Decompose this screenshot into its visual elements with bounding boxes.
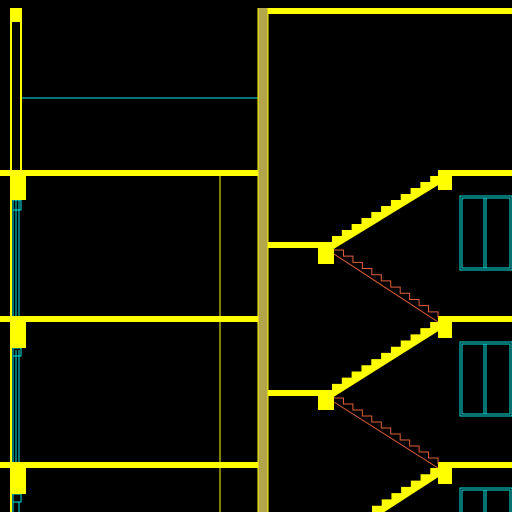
mid-landing-beam-2 (318, 390, 334, 410)
beam-1 (10, 170, 26, 200)
right-window-3 (459, 487, 512, 512)
stair-landings (268, 170, 512, 484)
parapet-cap (10, 8, 22, 22)
window-frame (459, 195, 512, 271)
stair-flight-down-1 (334, 249, 439, 318)
floor-slab-3 (0, 462, 268, 468)
stair-flight-up-1 (332, 176, 440, 250)
central-partition-wall (257, 8, 269, 512)
roof-slab (268, 8, 512, 14)
window-frame (459, 341, 512, 417)
left-wall-inner-line (20, 8, 22, 176)
stair-flight-down-2-underside (333, 401, 439, 469)
beam-2 (10, 316, 26, 348)
stair-flight-down-2 (334, 397, 439, 464)
upper-landing-beam-3 (438, 462, 452, 484)
right-window-1 (459, 195, 512, 271)
floor-slab-1 (0, 170, 268, 176)
left-wall-outer-line (10, 8, 12, 512)
upper-landing-beam-2 (438, 316, 452, 338)
stair-flight-down-1-underside (333, 253, 439, 323)
left-windows (12, 199, 22, 512)
left-exterior-wall (10, 8, 22, 512)
mid-landing-1 (268, 242, 334, 248)
left-window-middle (12, 347, 22, 464)
left-beams (10, 170, 26, 494)
mid-landing-2 (268, 390, 334, 396)
mid-landing-beam-1 (318, 242, 334, 264)
beam-3 (10, 462, 26, 494)
right-window-2 (459, 341, 512, 417)
window-frame (459, 487, 512, 512)
floor-slab-2 (0, 316, 268, 322)
partition-wall-fill (258, 8, 268, 512)
stair-flight-up-2 (332, 322, 440, 398)
left-floor-slabs (0, 170, 268, 468)
stair-flight-up-3 (372, 468, 440, 512)
upper-landing-2 (438, 316, 512, 322)
upper-landing-beam-1 (438, 170, 452, 190)
upper-landing-1 (438, 170, 512, 176)
stair-flights (332, 176, 440, 512)
right-windows (459, 195, 512, 512)
left-window-upper (12, 199, 22, 316)
upper-landing-3 (438, 462, 512, 468)
